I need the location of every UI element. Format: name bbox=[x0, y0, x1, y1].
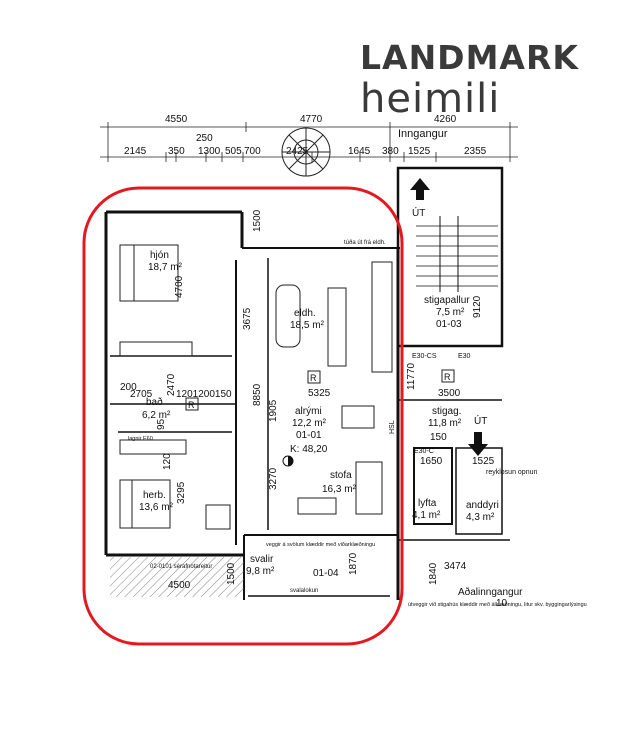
dim-1525-inner: 1525 bbox=[472, 456, 495, 467]
e30cs-label: E30-CS bbox=[412, 353, 437, 360]
room-hjon-name: hjón bbox=[150, 250, 169, 261]
room-lyfta-name: lyfta bbox=[418, 498, 437, 509]
dim-1300: 1300 bbox=[198, 146, 221, 157]
smoke-vent-label: reyklosun opnun bbox=[486, 469, 537, 476]
room-eldh-name: eldh. bbox=[294, 308, 316, 319]
dim-9120: 9120 bbox=[472, 295, 483, 318]
room-herb-name: herb. bbox=[143, 490, 166, 501]
room-anddyri-name: anddyri bbox=[466, 500, 499, 511]
private-yard-label: 02-0101 sérafnotareitur bbox=[150, 564, 212, 570]
room-svalir-name: svalir bbox=[250, 554, 274, 565]
dim-3675: 3675 bbox=[242, 307, 253, 330]
room-eldh-area: 18,5 m² bbox=[290, 320, 325, 331]
room-herb-area: 13,6 m² bbox=[139, 502, 174, 513]
e30c-label: E30-C bbox=[414, 448, 434, 455]
dim-8850: 8850 bbox=[252, 383, 263, 406]
furniture bbox=[119, 244, 393, 530]
room-alrymi-area: 12,2 m² bbox=[292, 418, 327, 429]
dim-1500-bottom: 1500 bbox=[226, 562, 237, 585]
main-entrance-label: Aðalinngangur bbox=[458, 586, 523, 598]
dim-1870: 1870 bbox=[348, 552, 359, 575]
dim-120: 120 bbox=[162, 453, 173, 470]
exit-arrow-down-icon bbox=[468, 432, 488, 456]
dim-700: 700 bbox=[244, 146, 261, 157]
stairwell-walls-note: útveggir við stigahús klæddir með álklæð… bbox=[408, 601, 587, 608]
room-lyfta-area: 4,1 m² bbox=[412, 510, 441, 521]
dim-11770: 11770 bbox=[406, 362, 417, 390]
hsl-label: HSL bbox=[389, 420, 396, 434]
room-stigag-area: 11,8 m² bbox=[428, 418, 462, 429]
dim-5325: 5325 bbox=[308, 388, 331, 399]
room-stofa-area: 16,3 m² bbox=[322, 484, 357, 495]
room-alrymi-k: K: 48,20 bbox=[290, 444, 328, 455]
brand-heimili: heimili bbox=[360, 76, 501, 122]
room-alrymi-code: 01-01 bbox=[296, 430, 322, 441]
pipes-label: lagnir E60 bbox=[128, 436, 153, 442]
dim-2705: 2705 bbox=[130, 389, 153, 400]
round-feature bbox=[281, 127, 331, 177]
dim-3500: 3500 bbox=[438, 388, 461, 399]
dim-4700: 4700 bbox=[174, 275, 185, 298]
dim-4260: 4260 bbox=[434, 114, 457, 125]
r-marker-1: R bbox=[310, 373, 317, 383]
dim-1650: 1650 bbox=[420, 456, 443, 467]
dim-2355: 2355 bbox=[464, 146, 487, 157]
dim-3270: 3270 bbox=[268, 467, 279, 490]
dim-350: 350 bbox=[168, 146, 185, 157]
exit-arrow-icon bbox=[410, 178, 430, 200]
room-svalir-area: 9,8 m² bbox=[246, 566, 275, 577]
room-bad-name: bað bbox=[146, 396, 163, 408]
dim-95: 95 bbox=[156, 418, 167, 430]
dim-1905: 1905 bbox=[268, 399, 279, 422]
dim-2470: 2470 bbox=[166, 373, 177, 396]
stairwell bbox=[396, 166, 510, 541]
room-stigapallur-area: 7,5 m² bbox=[436, 307, 465, 318]
dim-3474: 3474 bbox=[444, 561, 467, 572]
room-stigapallur-name: stigapallur bbox=[424, 295, 470, 306]
dim-2145: 2145 bbox=[124, 146, 147, 157]
balcony-walls-note: veggir á svölum klæddir með viðarklæðnin… bbox=[266, 541, 375, 548]
exit-label-top: ÚT bbox=[412, 206, 425, 219]
dim-1500-top: 1500 bbox=[252, 209, 263, 232]
dim-4550: 4550 bbox=[165, 114, 188, 125]
dim-3295: 3295 bbox=[176, 481, 187, 504]
exit-label-bottom: ÚT bbox=[474, 414, 487, 427]
room-alrymi-name: alrými bbox=[295, 406, 322, 417]
dim-150: 150 bbox=[430, 432, 447, 443]
kitchen-vent-note: túða út frá eldh. bbox=[344, 239, 386, 246]
dim-1645: 1645 bbox=[348, 146, 371, 157]
room-stigapallur-code: 01-03 bbox=[436, 319, 462, 330]
k-symbol-icon bbox=[282, 455, 294, 467]
room-stofa-name: stofa bbox=[330, 470, 352, 481]
dim-1840: 1840 bbox=[428, 562, 439, 585]
dim-4500: 4500 bbox=[168, 580, 191, 591]
entrance-label: Inngangur bbox=[398, 128, 448, 140]
dim-4770: 4770 bbox=[300, 114, 323, 125]
room-svalir-code: 01-04 bbox=[313, 568, 339, 579]
r-markers bbox=[185, 369, 455, 411]
e30-label: E30 bbox=[458, 353, 471, 360]
dim-250: 250 bbox=[196, 133, 213, 144]
top-dimensions bbox=[100, 122, 518, 162]
dim-200: 200 bbox=[120, 382, 137, 393]
private-yard-hatch bbox=[110, 557, 244, 597]
brand-landmark: LANDMARK bbox=[360, 38, 579, 77]
r-marker-3: R bbox=[444, 372, 451, 382]
dim-10: 10 bbox=[496, 598, 508, 609]
room-anddyri-area: 4,3 m² bbox=[466, 512, 495, 523]
room-bad-area: 6,2 m² bbox=[142, 410, 171, 421]
apartment-highlight bbox=[82, 186, 404, 646]
r-marker-2: R bbox=[188, 400, 195, 410]
walls bbox=[104, 210, 400, 600]
room-stigag-name: stigag. bbox=[432, 406, 461, 417]
dim-1525: 1525 bbox=[408, 146, 431, 157]
room-hjon-area: 18,7 m² bbox=[148, 262, 183, 273]
dim-380: 380 bbox=[382, 146, 399, 157]
dim-505: 505 bbox=[225, 146, 242, 157]
balcony-enclosure-label: svalalokun bbox=[290, 588, 318, 594]
dim-1201200150: 1201200150 bbox=[176, 389, 232, 400]
